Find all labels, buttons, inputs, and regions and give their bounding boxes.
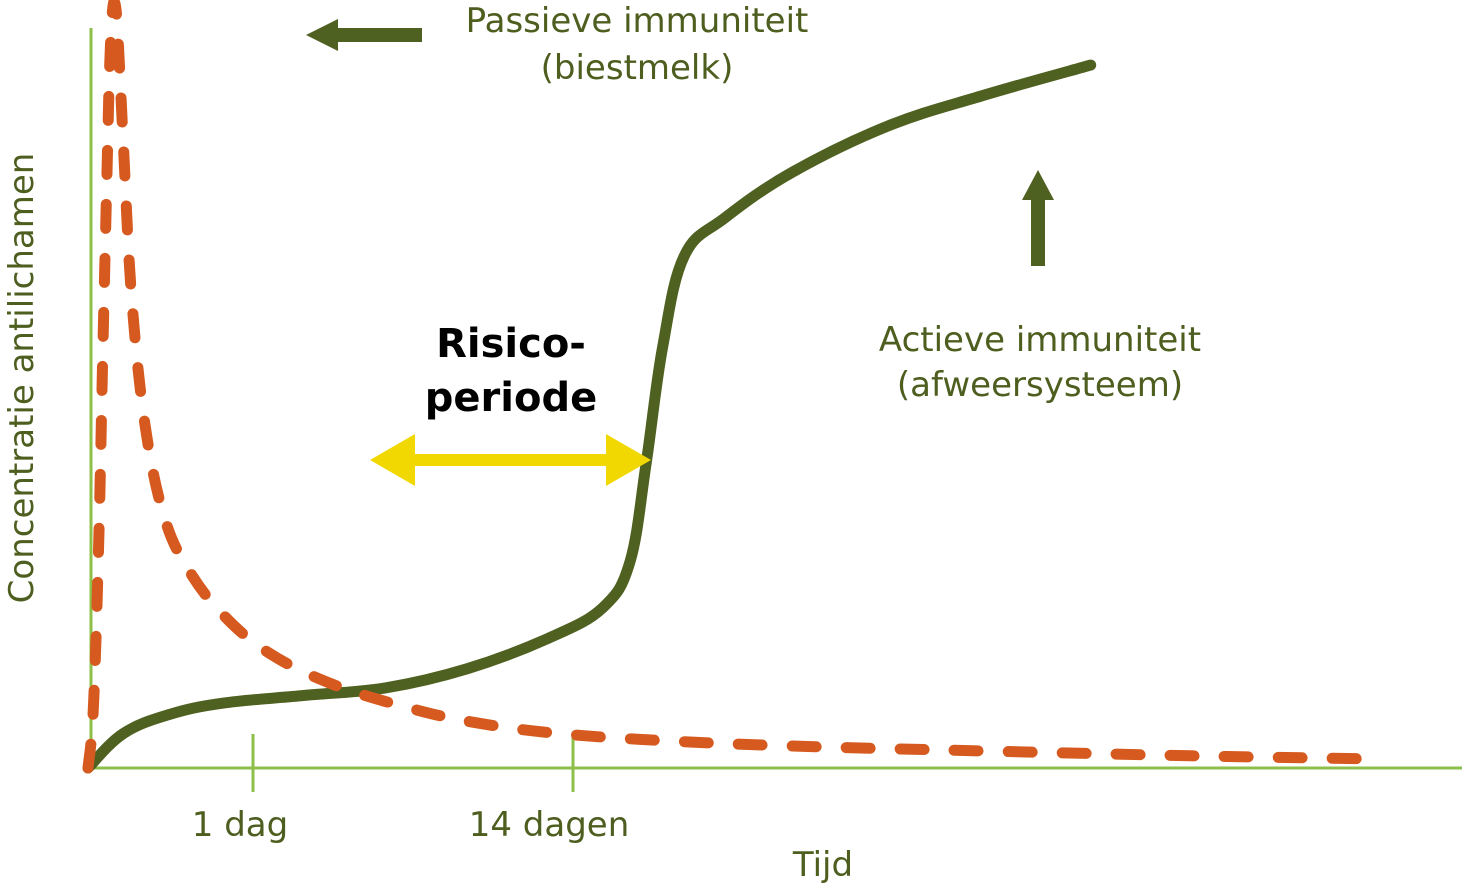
risk-arrow-head-right: [606, 434, 651, 486]
x-ticks: 1 dag 14 dagen: [192, 734, 630, 845]
passive-immunity-line: [82, 0, 1373, 774]
risk-annotation-line1: Risico-: [436, 321, 586, 367]
passive-arrow-head: [306, 19, 338, 51]
risk-annotation-line2: periode: [425, 375, 597, 421]
active-immunity-line: [82, 59, 1097, 774]
risk-arrow-head-left: [370, 434, 415, 486]
passive-annotation-line1: Passieve immuniteit: [466, 1, 809, 41]
x-tick-label: 1 dag: [192, 805, 288, 845]
risk-arrow-shaft: [405, 454, 615, 466]
passive-arrow-shaft: [335, 28, 422, 42]
passive-annotation-line2: (biestmelk): [541, 48, 734, 88]
series: [82, 0, 1373, 774]
y-axis-label: Concentratie antilichamen: [2, 153, 42, 604]
annotations: [306, 19, 1054, 486]
active-annotation-line2: (afweersysteem): [897, 365, 1183, 405]
x-tick-label: 14 dagen: [469, 805, 630, 845]
active-arrow-shaft: [1031, 196, 1045, 266]
x-axis-label: Tijd: [792, 845, 853, 885]
active-arrow-head: [1022, 170, 1054, 200]
active-annotation-line1: Actieve immuniteit: [879, 320, 1201, 360]
axes: [88, 28, 1462, 770]
